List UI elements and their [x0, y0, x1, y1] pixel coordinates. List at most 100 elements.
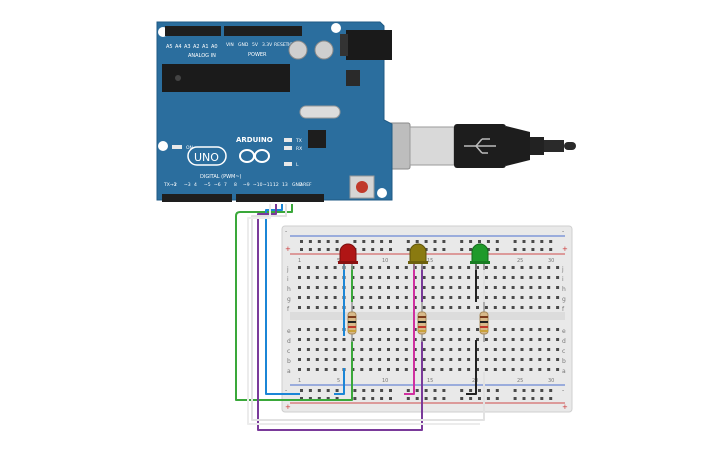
breadboard-hole[interactable]: [360, 338, 364, 341]
breadboard-hole[interactable]: [467, 306, 471, 309]
breadboard-hole[interactable]: [404, 368, 408, 371]
breadboard-hole[interactable]: [298, 306, 301, 309]
breadboard-hole[interactable]: [371, 389, 375, 392]
breadboard-hole[interactable]: [395, 286, 399, 289]
breadboard-hole[interactable]: [378, 286, 382, 289]
breadboard-hole[interactable]: [511, 266, 515, 269]
breadboard-hole[interactable]: [529, 306, 533, 309]
breadboard-hole[interactable]: [378, 368, 382, 371]
breadboard-hole[interactable]: [484, 286, 488, 289]
breadboard-hole[interactable]: [404, 348, 408, 351]
breadboard-hole[interactable]: [484, 306, 488, 309]
breadboard-hole[interactable]: [378, 328, 382, 331]
breadboard-hole[interactable]: [326, 248, 330, 251]
breadboard-hole[interactable]: [404, 358, 408, 361]
breadboard-hole[interactable]: [449, 306, 453, 309]
breadboard-hole[interactable]: [387, 368, 390, 371]
breadboard-hole[interactable]: [538, 306, 542, 309]
breadboard-hole[interactable]: [556, 368, 560, 371]
breadboard-hole[interactable]: [404, 296, 408, 299]
breadboard-hole[interactable]: [380, 397, 384, 400]
breadboard-hole[interactable]: [433, 240, 437, 243]
breadboard-hole[interactable]: [484, 338, 488, 341]
breadboard-hole[interactable]: [440, 328, 444, 331]
breadboard-hole[interactable]: [538, 358, 542, 361]
breadboard-hole[interactable]: [493, 296, 497, 299]
breadboard-hole[interactable]: [306, 368, 310, 371]
breadboard-hole[interactable]: [502, 266, 506, 269]
breadboard-hole[interactable]: [360, 348, 364, 351]
breadboard-hole[interactable]: [476, 328, 479, 331]
breadboard-hole[interactable]: [538, 328, 542, 331]
breadboard-hole[interactable]: [467, 358, 471, 361]
breadboard-hole[interactable]: [511, 328, 515, 331]
breadboard-hole[interactable]: [315, 306, 319, 309]
breadboard-hole[interactable]: [353, 389, 357, 392]
breadboard-hole[interactable]: [424, 397, 428, 400]
breadboard-hole[interactable]: [538, 338, 542, 341]
breadboard-hole[interactable]: [298, 368, 301, 371]
breadboard-hole[interactable]: [520, 266, 524, 269]
breadboard-hole[interactable]: [387, 328, 390, 331]
breadboard-hole[interactable]: [493, 328, 497, 331]
breadboard-hole[interactable]: [547, 296, 551, 299]
breadboard-hole[interactable]: [298, 286, 301, 289]
breadboard-hole[interactable]: [413, 296, 417, 299]
breadboard-hole[interactable]: [369, 296, 373, 299]
breadboard-hole[interactable]: [547, 338, 551, 341]
breadboard-hole[interactable]: [415, 240, 419, 243]
wire-blue-gnd[interactable]: [265, 204, 300, 395]
breadboard-hole[interactable]: [520, 286, 524, 289]
breadboard-hole[interactable]: [389, 240, 392, 243]
breadboard-hole[interactable]: [440, 348, 444, 351]
breadboard-hole[interactable]: [324, 276, 328, 279]
breadboard-hole[interactable]: [520, 348, 524, 351]
breadboard-hole[interactable]: [547, 266, 551, 269]
breadboard-hole[interactable]: [511, 306, 515, 309]
breadboard-hole[interactable]: [342, 338, 346, 341]
breadboard-hole[interactable]: [440, 306, 444, 309]
breadboard-hole[interactable]: [369, 338, 373, 341]
breadboard-hole[interactable]: [371, 240, 375, 243]
breadboard-hole[interactable]: [502, 328, 506, 331]
breadboard-hole[interactable]: [520, 276, 524, 279]
breadboard-hole[interactable]: [440, 296, 444, 299]
breadboard-hole[interactable]: [298, 348, 301, 351]
breadboard-hole[interactable]: [335, 397, 339, 400]
reset-button-cap[interactable]: [356, 181, 368, 193]
breadboard-hole[interactable]: [476, 276, 479, 279]
breadboard-hole[interactable]: [529, 286, 533, 289]
breadboard-hole[interactable]: [335, 240, 339, 243]
breadboard-hole[interactable]: [306, 338, 310, 341]
breadboard-hole[interactable]: [369, 306, 373, 309]
power-jack[interactable]: [346, 30, 392, 60]
breadboard-hole[interactable]: [324, 296, 328, 299]
breadboard-hole[interactable]: [513, 240, 517, 243]
breadboard-hole[interactable]: [353, 240, 357, 243]
breadboard-hole[interactable]: [324, 358, 328, 361]
breadboard-hole[interactable]: [308, 240, 312, 243]
breadboard-hole[interactable]: [467, 266, 471, 269]
breadboard-hole[interactable]: [460, 240, 464, 243]
breadboard-hole[interactable]: [431, 368, 435, 371]
breadboard-hole[interactable]: [513, 397, 517, 400]
breadboard-hole[interactable]: [449, 328, 453, 331]
breadboard-hole[interactable]: [413, 368, 417, 371]
wire-magenta-led2[interactable]: [404, 262, 415, 395]
breadboard-hole[interactable]: [442, 397, 446, 400]
breadboard-hole[interactable]: [484, 296, 488, 299]
breadboard-hole[interactable]: [522, 248, 526, 251]
breadboard-hole[interactable]: [413, 276, 417, 279]
breadboard-hole[interactable]: [467, 338, 471, 341]
breadboard-hole[interactable]: [395, 328, 399, 331]
breadboard-hole[interactable]: [333, 358, 337, 361]
breadboard[interactable]: - + - + - + - + j i h g f e d c b a j i …: [281, 225, 573, 413]
breadboard-hole[interactable]: [511, 348, 515, 351]
breadboard-hole[interactable]: [556, 338, 560, 341]
breadboard-hole[interactable]: [308, 397, 312, 400]
breadboard-hole[interactable]: [362, 397, 366, 400]
breadboard-hole[interactable]: [531, 248, 535, 251]
breadboard-hole[interactable]: [378, 338, 382, 341]
breadboard-hole[interactable]: [529, 266, 533, 269]
breadboard-hole[interactable]: [378, 306, 382, 309]
